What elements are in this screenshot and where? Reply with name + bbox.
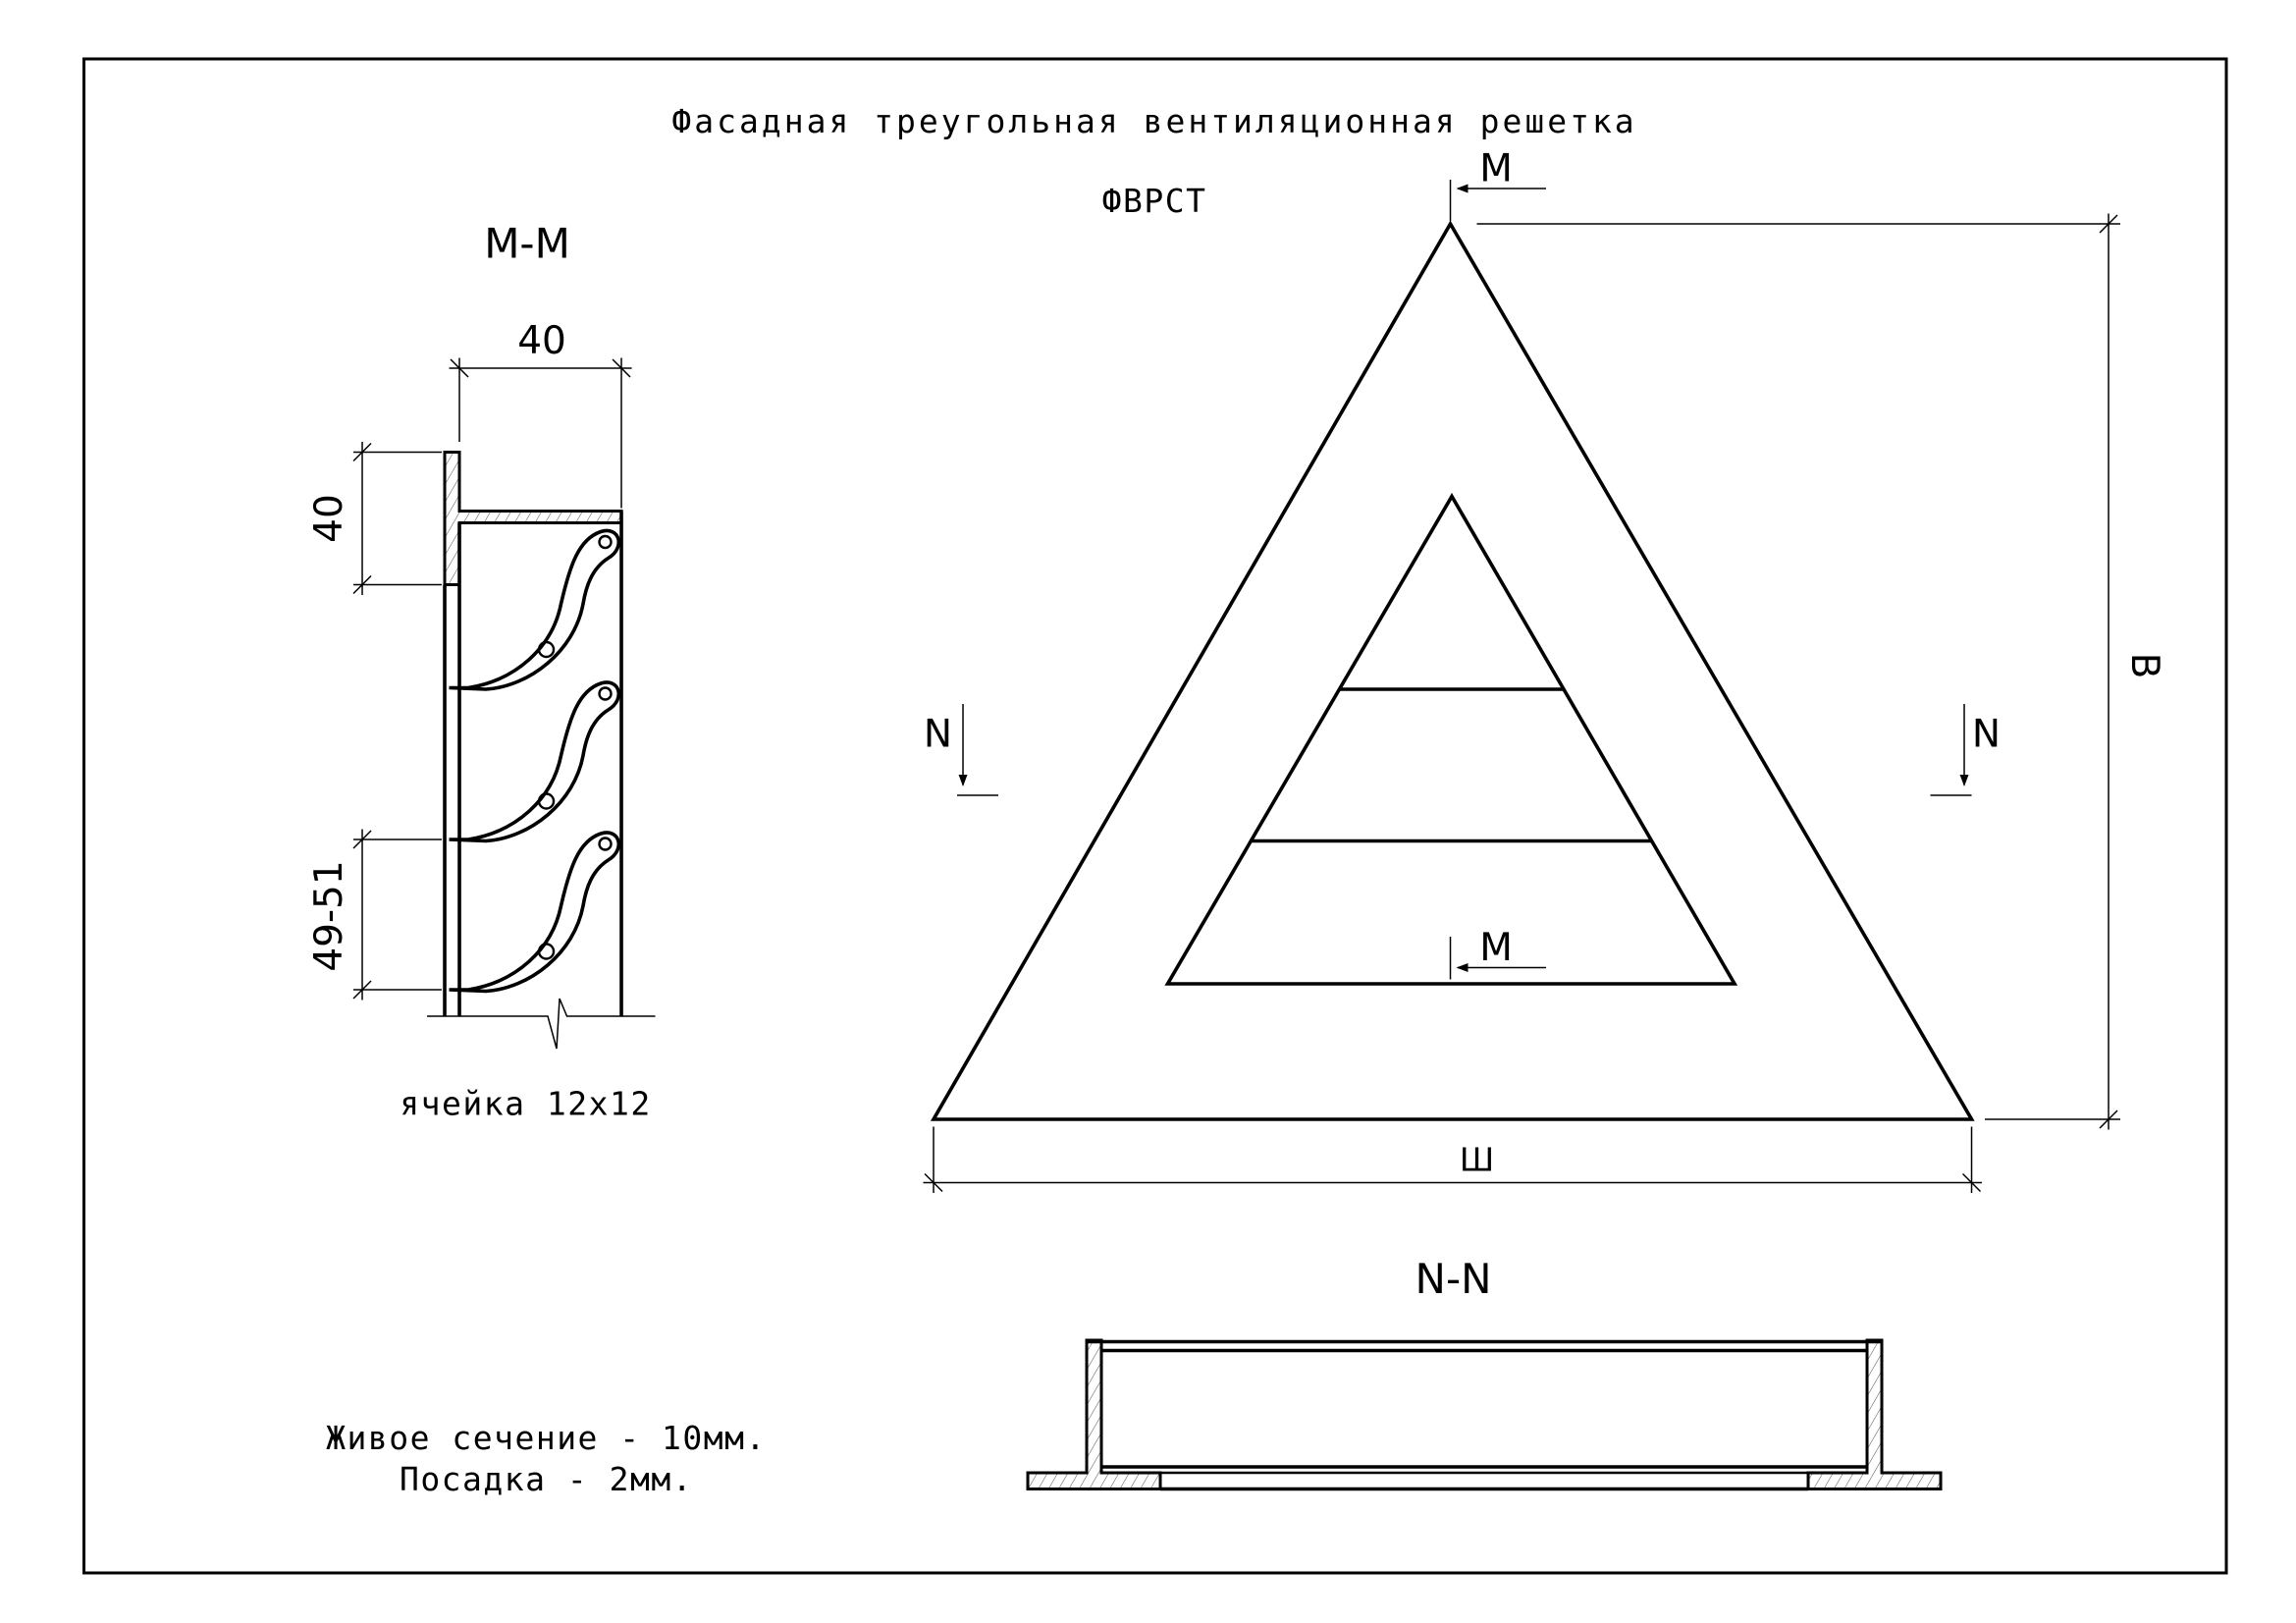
dim-height: В [2122, 653, 2166, 679]
dim-pitch: 49-51 [307, 860, 351, 971]
note-fit: Посадка - 2мм. [400, 1460, 693, 1498]
section-nn: N-N [1026, 1255, 1943, 1491]
cut-n-right: N [1972, 713, 2001, 757]
notes: Живое сечение - 10мм. Посадка - 2мм. [326, 1419, 767, 1498]
note-free-section: Живое сечение - 10мм. [326, 1419, 767, 1457]
dim-width: Ш [1460, 1141, 1494, 1179]
cut-m-bottom: М [1479, 926, 1513, 970]
dim-flange: 40 [307, 494, 351, 543]
cut-m-top: М [1479, 147, 1513, 191]
section-mm-label: М-М [484, 220, 570, 268]
cell-note: ячейка 12x12 [400, 1085, 651, 1123]
section-mm: М-М 40 40 49-51 яч [307, 220, 656, 1123]
cut-n-left: N [924, 713, 952, 757]
drawing-title: Фасадная треугольная вентиляционная реше… [671, 102, 1636, 140]
sheet-frame [82, 57, 2228, 1575]
front-view: В Ш М М N N [923, 147, 2166, 1193]
dim-depth: 40 [517, 319, 566, 363]
product-code: ФВРСТ [1102, 182, 1207, 220]
section-nn-label: N-N [1415, 1255, 1492, 1303]
